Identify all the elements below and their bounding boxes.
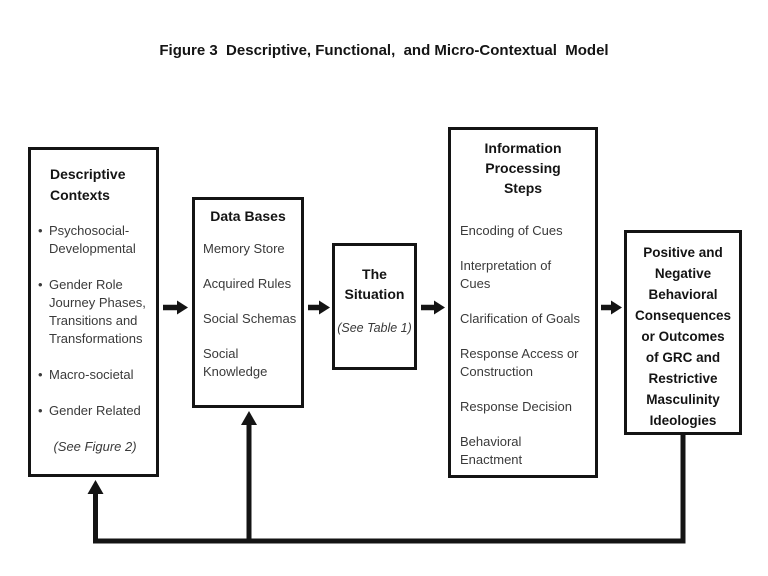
box-information-processing-steps: Information Processing Steps Encoding of… — [448, 127, 598, 478]
item-social-knowledge: Social Knowledge — [203, 346, 268, 379]
item-interpretation-of-cues: Interpretation of Cues — [460, 258, 552, 291]
bullet-gender-role-journey: Gender Role Journey Phases, Transitions … — [38, 276, 152, 348]
item-behavioral-enactment: Behavioral Enactment — [460, 434, 523, 467]
item-memory-store: Memory Store — [203, 241, 285, 256]
arrow-situation-to-processing-icon — [421, 300, 445, 315]
bullet-psychosocial-developmental: Psychosocial- Developmental — [38, 222, 152, 258]
item-clarification-of-goals: Clarification of Goals — [460, 311, 580, 326]
descriptive-contexts-heading: Descriptive Contexts — [50, 166, 126, 203]
bullet-gender-related: Gender Related — [38, 402, 152, 420]
box-data-bases: Data Bases Memory Store Acquired Rules S… — [192, 197, 304, 408]
arrow-databases-to-situation-icon — [308, 300, 330, 315]
box-descriptive-contexts: Descriptive Contexts Psychosocial- Devel… — [28, 147, 159, 477]
box-outcomes: Positive and Negative Behavioral Consequ… — [624, 230, 742, 435]
arrow-descriptive-to-databases-icon — [163, 300, 188, 315]
arrow-processing-to-outcomes-icon — [601, 300, 622, 315]
item-acquired-rules: Acquired Rules — [203, 276, 292, 291]
figure-title: Figure 3 Descriptive, Functional, and Mi… — [159, 42, 609, 59]
item-response-decision: Response Decision — [460, 399, 573, 414]
bullet-macro-societal: Macro-societal — [38, 366, 152, 384]
see-figure-2-note: (See Figure 2) — [53, 439, 137, 454]
see-table-1-note: (See Table 1) — [337, 321, 412, 335]
the-situation-heading: The Situation — [344, 266, 405, 302]
feedback-branch-to-data-bases-icon — [241, 411, 257, 541]
outcomes-heading: Positive and Negative Behavioral Consequ… — [634, 245, 732, 428]
box-the-situation: The Situation (See Table 1) — [332, 243, 417, 370]
item-response-access-or-construction: Response Access or Construction — [460, 346, 579, 379]
item-encoding-of-cues: Encoding of Cues — [460, 223, 563, 238]
item-social-schemas: Social Schemas — [203, 311, 297, 326]
data-bases-heading: Data Bases — [210, 208, 286, 224]
information-processing-heading: Information Processing Steps — [484, 140, 562, 196]
